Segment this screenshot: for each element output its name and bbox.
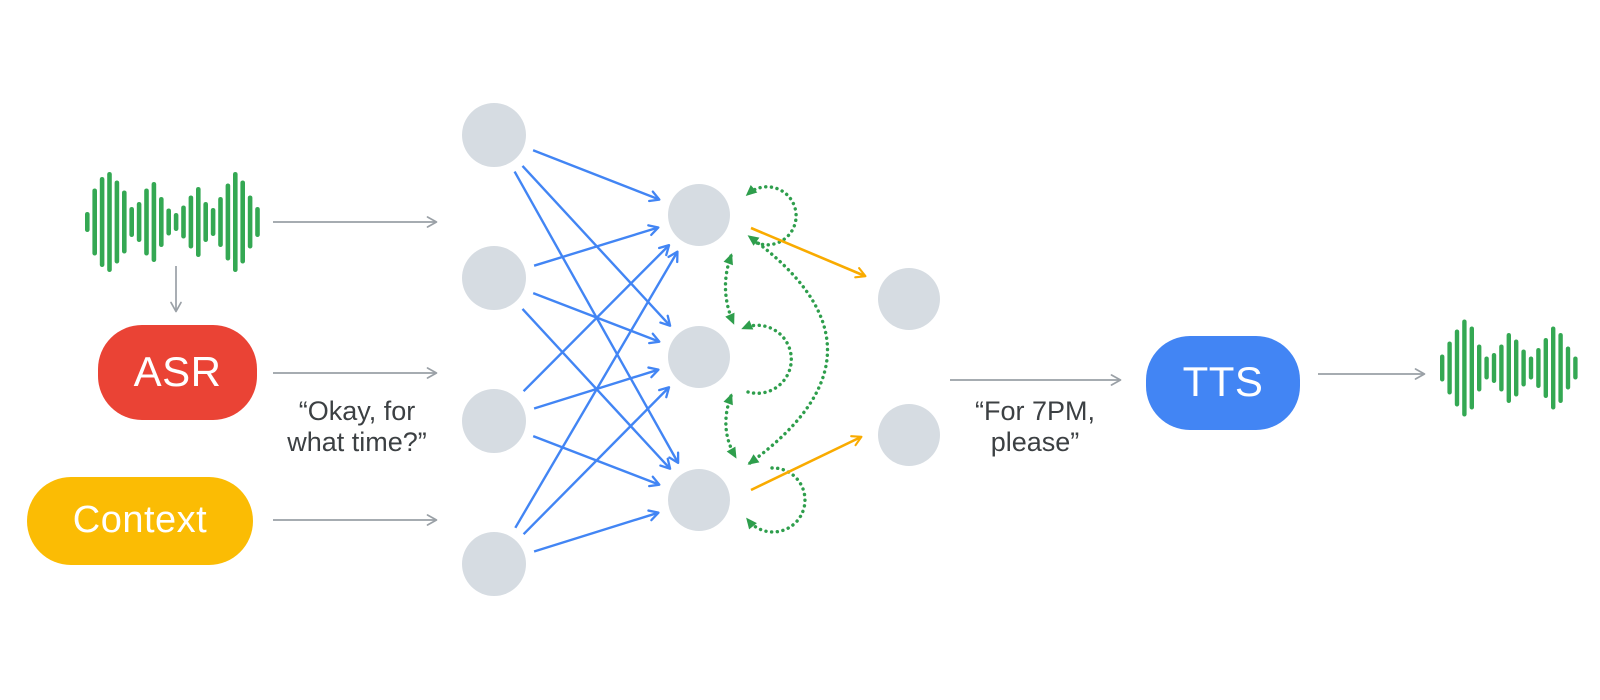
tts-transcript-text: “For 7PM, please”: [905, 396, 1165, 458]
waveform-bar: [1528, 356, 1534, 380]
waveform-bar: [1447, 341, 1452, 395]
network-node: [462, 103, 526, 167]
network-node: [668, 469, 730, 531]
waveform-bar: [210, 208, 216, 236]
waveform-bar: [159, 197, 164, 247]
network-node: [878, 268, 940, 330]
waveform-bar: [166, 208, 171, 236]
network-node: [668, 326, 730, 388]
waveform-bar: [1573, 356, 1578, 380]
feedforward-edge: [514, 250, 679, 529]
tts-box: TTS: [1146, 336, 1300, 430]
input-layer-nodes: [462, 103, 526, 596]
waveform-bar: [173, 213, 179, 231]
feedforward-edge: [533, 224, 660, 267]
network-node: [462, 532, 526, 596]
feedforward-edge: [522, 243, 671, 393]
context-label: Context: [72, 498, 208, 541]
waveform-bar: [1506, 333, 1511, 403]
waveform-bar: [92, 188, 97, 256]
waveform-bar: [122, 190, 127, 254]
asr-transcript-line2: what time?”: [287, 427, 427, 457]
waveform-bar: [188, 195, 194, 249]
waveform-bar: [99, 177, 105, 267]
waveform-bar: [1514, 339, 1519, 397]
network-node: [462, 389, 526, 453]
tts-transcript-line2: please”: [990, 427, 1080, 457]
recurrent-edge: [745, 184, 798, 247]
waveform-bar: [1484, 356, 1489, 380]
waveform-bar: [129, 207, 134, 237]
waveform-bar: [136, 202, 142, 242]
waveform-bar: [1499, 344, 1504, 392]
feedforward-edge: [532, 149, 661, 203]
feedforward-edge: [522, 386, 671, 536]
tts-transcript-line1: “For 7PM,: [974, 396, 1095, 426]
output-waveform: [1440, 319, 1578, 417]
network-node: [878, 404, 940, 466]
waveform-bar: [181, 205, 186, 239]
waveform-bar: [144, 188, 149, 256]
waveform-bar: [114, 180, 120, 264]
waveform-bar: [233, 172, 238, 272]
recurrent-edge: [747, 235, 829, 465]
waveform-bar: [1477, 344, 1482, 392]
waveform-bar: [1440, 354, 1445, 382]
waveform-bar: [1521, 349, 1526, 387]
context-edge: [750, 435, 863, 492]
input-waveform: [85, 172, 260, 272]
waveform-bar: [1491, 353, 1497, 383]
output-layer-nodes: [878, 268, 940, 466]
recurrent-edge: [723, 253, 735, 325]
waveform-bar: [1565, 346, 1571, 390]
network-node: [462, 246, 526, 310]
feedforward-edge: [533, 509, 660, 553]
waveform-bar: [1558, 333, 1563, 403]
waveform-bar: [247, 195, 253, 249]
asr-transcript-text: “Okay, for what time?”: [227, 396, 487, 458]
waveform-bar: [255, 207, 260, 237]
waveform-bar: [240, 180, 245, 264]
waveform-bar: [203, 202, 208, 242]
context-edge: [750, 226, 867, 279]
waveform-bar: [151, 182, 157, 262]
hidden-layer-nodes: [668, 184, 730, 531]
waveform-bar: [225, 183, 231, 261]
recurrent-edge: [723, 393, 737, 459]
tts-label: TTS: [1182, 358, 1264, 405]
asr-transcript-line1: “Okay, for: [298, 396, 416, 426]
waveform-bar: [1469, 326, 1474, 410]
waveform-bar: [85, 212, 90, 232]
context-box: Context: [27, 477, 253, 565]
waveform-bar: [1462, 319, 1467, 417]
waveform-bar: [1551, 326, 1556, 410]
waveform-bar: [1454, 329, 1460, 407]
recurrent-edge: [741, 320, 793, 395]
waveform-bar: [1543, 338, 1548, 398]
waveform-bar: [1536, 348, 1541, 388]
waveform-bar: [107, 172, 112, 272]
waveform-bar: [196, 187, 201, 257]
asr-box: ASR: [98, 325, 257, 420]
waveform-bar: [218, 197, 223, 247]
input-to-hidden-edges: [513, 149, 680, 553]
asr-label: ASR: [133, 347, 222, 395]
flow-arrows: [170, 216, 1426, 526]
network-node: [668, 184, 730, 246]
context-edges: [750, 226, 867, 492]
